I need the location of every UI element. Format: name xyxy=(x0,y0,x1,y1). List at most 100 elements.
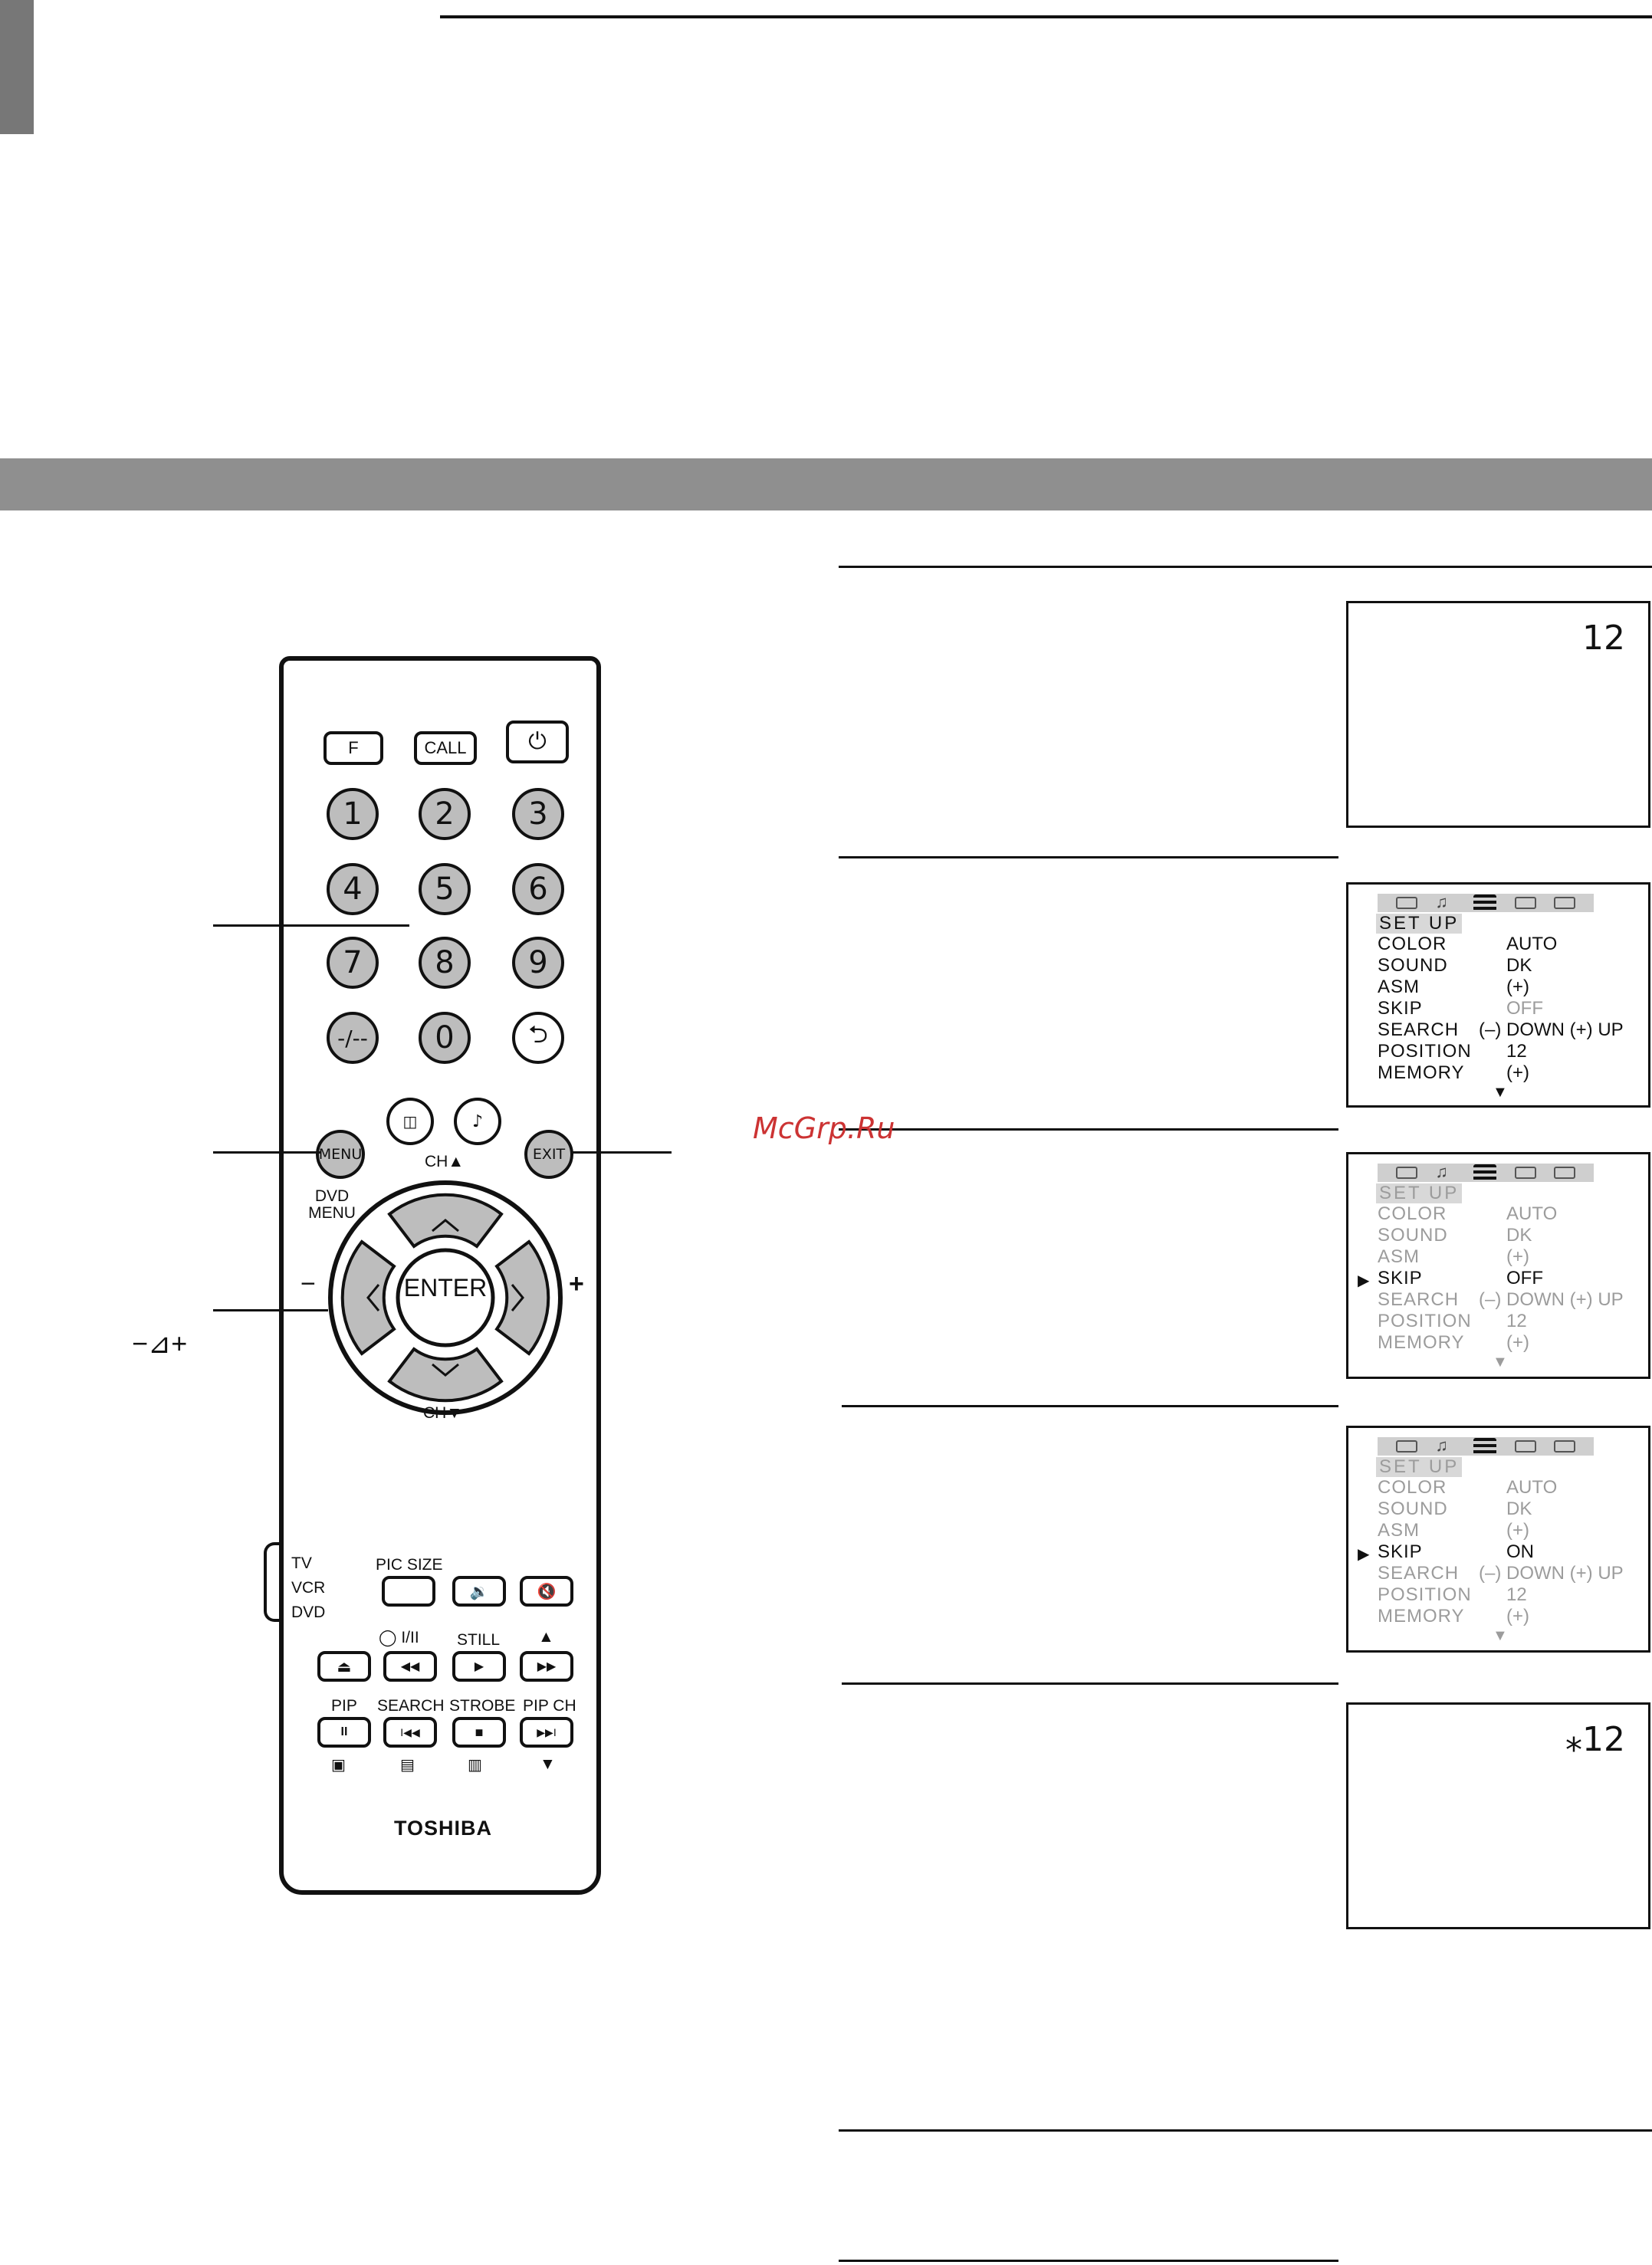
more-down-icon: ▼ xyxy=(1493,1084,1508,1101)
fast-forward-button[interactable]: ▶▶ xyxy=(520,1651,573,1682)
chevron-left-icon xyxy=(366,1284,380,1311)
stop-icon: ■ xyxy=(475,1724,484,1740)
step-rule-3 xyxy=(839,1128,1338,1131)
skipped-channel-number: ⁎12 xyxy=(1565,1720,1625,1759)
sound-icon xyxy=(1435,1440,1455,1453)
pip-pause-button[interactable]: II xyxy=(317,1717,371,1748)
feature-icon xyxy=(1554,1440,1576,1453)
step-rule-1 xyxy=(839,566,1652,568)
pic-size-button[interactable] xyxy=(382,1576,435,1607)
picture-icon xyxy=(1395,1167,1417,1179)
step-rule-5 xyxy=(842,1682,1338,1685)
sound-mode-button[interactable]: ♪ xyxy=(454,1098,501,1145)
exit-button[interactable]: EXIT xyxy=(524,1130,573,1179)
eject-button[interactable]: ⏏ xyxy=(317,1651,371,1682)
enter-button-ring[interactable] xyxy=(396,1248,495,1348)
mode-vcr-label: VCR xyxy=(291,1579,326,1597)
play-icon: ▶ xyxy=(474,1660,484,1673)
step-rule-2 xyxy=(839,856,1338,858)
watermark: McGrp.Ru xyxy=(753,1111,895,1145)
digit-9-button[interactable]: 9 xyxy=(512,937,564,989)
tv-screen-skipped-channel: ⁎12 xyxy=(1346,1702,1650,1929)
menu-row-search: SEARCH(–) DOWN (+) UP xyxy=(1378,1563,1624,1584)
mode-tv-label: TV xyxy=(291,1554,312,1572)
volume-plus-label: + xyxy=(569,1269,584,1298)
callout-volume-buttons xyxy=(213,1309,328,1311)
brand-logo: TOSHIBA xyxy=(394,1817,493,1840)
feature-icon xyxy=(1554,1167,1576,1179)
still-label: STILL xyxy=(457,1631,501,1649)
play-button[interactable]: ▶ xyxy=(452,1651,506,1682)
section-header-bar xyxy=(0,458,1652,510)
chevron-right-icon xyxy=(511,1284,524,1311)
digit-2-button[interactable]: 2 xyxy=(419,788,471,840)
f-button[interactable]: F xyxy=(324,731,383,765)
navigation-ring xyxy=(328,1180,563,1415)
call-button[interactable]: CALL xyxy=(414,731,477,765)
pause-icon: II xyxy=(340,1725,348,1738)
digit-8-button[interactable]: 8 xyxy=(419,937,471,989)
digit-5-button[interactable]: 5 xyxy=(419,863,471,915)
input-icon: ⮌ xyxy=(528,1019,548,1049)
pip-ch-label: PIP CH xyxy=(523,1697,576,1715)
up-arrow-label: ▲ xyxy=(538,1628,554,1646)
digit-6-button[interactable]: 6 xyxy=(512,863,564,915)
menu-row-memory: MEMORY(+) xyxy=(1378,1606,1529,1627)
sound-effect-button[interactable]: 🔉 xyxy=(452,1576,506,1607)
cursor-icon: ▶ xyxy=(1358,1272,1370,1289)
picture-icon xyxy=(1395,897,1417,909)
picture-mode-icon: ◫ xyxy=(402,1112,418,1131)
callout-menu-button xyxy=(213,1151,320,1154)
digit-dash-button[interactable]: -/-- xyxy=(327,1012,379,1064)
sound-icon xyxy=(1435,1167,1455,1179)
callout-number-buttons xyxy=(213,924,409,927)
menu-row-memory: MEMORY(+) xyxy=(1378,1332,1529,1353)
menu-icon-strip xyxy=(1378,1164,1594,1182)
picture-mode-button[interactable]: ◫ xyxy=(386,1098,434,1145)
timer-icon xyxy=(1514,1167,1536,1179)
timer-icon xyxy=(1514,897,1536,909)
digit-1-button[interactable]: 1 xyxy=(327,788,379,840)
dvd-menu-label: DVD MENU xyxy=(308,1187,356,1222)
volume-minus-label: − xyxy=(301,1269,316,1298)
digit-7-button[interactable]: 7 xyxy=(327,937,379,989)
picture-icon xyxy=(1395,1440,1417,1453)
menu-button[interactable]: MENU xyxy=(316,1130,365,1179)
strobe-stop-button[interactable]: ■ xyxy=(452,1717,506,1748)
skip-back-icon: I◀◀ xyxy=(400,1725,420,1738)
audio-select-label: ◯ I/II xyxy=(379,1629,419,1646)
rewind-icon: ◀◀ xyxy=(400,1660,420,1673)
channel-number: 12 xyxy=(1582,619,1625,658)
enter-button-label: ENTER xyxy=(403,1274,488,1302)
mute-icon: 🔇 xyxy=(537,1583,557,1600)
search-prev-button[interactable]: I◀◀ xyxy=(383,1717,437,1748)
menu-icon-strip xyxy=(1378,1437,1594,1456)
digit-3-button[interactable]: 3 xyxy=(512,788,564,840)
digit-4-button[interactable]: 4 xyxy=(327,863,379,915)
menu-row-asm: ASM(+) xyxy=(1378,1520,1529,1541)
mode-switch[interactable] xyxy=(264,1542,279,1622)
chevron-down-icon xyxy=(432,1363,459,1377)
sound-mode-icon: ♪ xyxy=(471,1111,484,1131)
menu-row-asm: ASM(+) xyxy=(1378,1246,1529,1267)
menu-title: SET UP xyxy=(1376,1183,1463,1203)
mute-button[interactable]: 🔇 xyxy=(520,1576,573,1607)
menu-row-search: SEARCH(–) DOWN (+) UP xyxy=(1378,1289,1624,1310)
power-button[interactable]: ⏻ xyxy=(506,721,569,763)
digit-0-button[interactable]: 0 xyxy=(419,1012,471,1064)
step-rule-7 xyxy=(839,2260,1338,2262)
input-button[interactable]: ⮌ xyxy=(512,1012,564,1064)
ch-up-label: CH▲ xyxy=(425,1153,465,1170)
rewind-button[interactable]: ◀◀ xyxy=(383,1651,437,1682)
sound-effect-icon: 🔉 xyxy=(469,1583,489,1600)
pip-ch-next-button[interactable]: ▶▶I xyxy=(520,1717,573,1748)
